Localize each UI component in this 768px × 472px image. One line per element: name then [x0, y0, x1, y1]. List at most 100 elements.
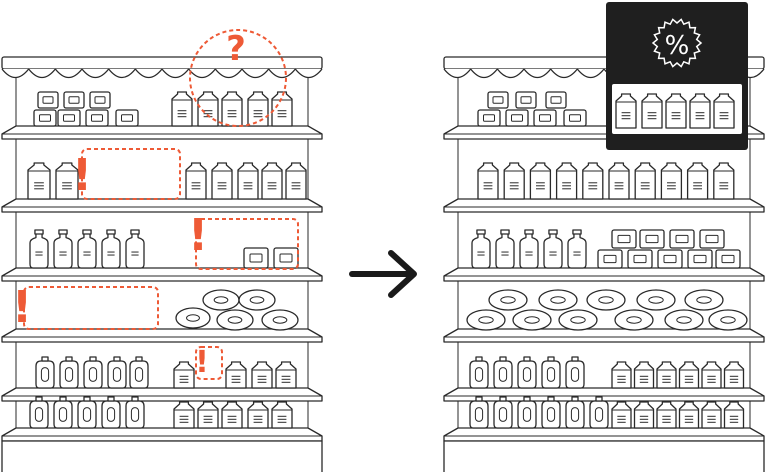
empty-gap-row3: [195, 218, 299, 270]
cheese-wheel: [708, 309, 748, 331]
milk-carton: [261, 162, 283, 200]
jug: [589, 396, 609, 429]
bottle: [125, 229, 145, 269]
bottle: [77, 229, 97, 269]
food-box: [669, 229, 695, 249]
food-box: [37, 91, 59, 109]
food-box: [63, 91, 85, 109]
milk-carton: [701, 361, 722, 389]
milk-carton: [656, 361, 677, 389]
milk-carton: [197, 91, 219, 127]
jug: [77, 396, 97, 429]
jug: [517, 356, 537, 389]
milk-carton: [656, 401, 677, 429]
jug: [493, 356, 513, 389]
cheese-wheel: [636, 289, 676, 311]
food-box: [89, 91, 111, 109]
food-box: [57, 109, 81, 127]
food-box: [545, 91, 567, 109]
jug: [517, 396, 537, 429]
jug: [101, 396, 121, 429]
milk-carton: [641, 93, 663, 129]
food-box: [85, 109, 109, 127]
bottle: [567, 229, 587, 269]
food-box: [273, 247, 299, 269]
jug: [53, 396, 73, 429]
jug: [565, 396, 585, 429]
food-box: [611, 229, 637, 249]
bottle: [471, 229, 491, 269]
bottle: [519, 229, 539, 269]
milk-carton: [633, 401, 655, 429]
milk-carton: [701, 401, 722, 429]
svg-text:?: ?: [226, 29, 246, 69]
milk-carton: [555, 162, 578, 200]
milk-carton: [665, 93, 687, 129]
milk-carton: [608, 162, 630, 200]
milk-carton: [723, 401, 745, 429]
empty-gap-row4: [23, 286, 159, 330]
exclamation-icon: !: [12, 282, 32, 333]
food-box: [505, 109, 529, 127]
cheese-wheel: [614, 309, 654, 331]
jug: [125, 396, 145, 429]
disorganized-shelf: [1, 56, 323, 472]
cheese-wheel: [488, 289, 528, 311]
empty-gap-row2: [81, 148, 181, 200]
milk-carton: [197, 401, 219, 429]
milk-carton: [713, 93, 735, 129]
cheese-wheel: [202, 289, 240, 311]
exclamation-icon: !: [188, 210, 208, 261]
jug: [541, 396, 561, 429]
milk-carton: [477, 162, 499, 200]
question-icon: ?: [226, 29, 246, 69]
jug: [541, 356, 561, 389]
milk-carton: [611, 361, 632, 389]
milk-carton: [633, 361, 655, 389]
milk-carton: [221, 91, 243, 127]
food-box: [515, 91, 537, 109]
milk-carton: [678, 401, 700, 429]
milk-carton: [686, 162, 709, 200]
arrow-right-icon: [349, 250, 417, 298]
exclamation-icon: !: [195, 345, 209, 380]
milk-carton: [634, 162, 656, 200]
milk-carton: [582, 162, 604, 200]
food-box: [657, 249, 683, 269]
food-box: [487, 91, 509, 109]
bottle: [29, 229, 49, 269]
jug: [29, 396, 49, 429]
jug: [565, 356, 585, 389]
svg-text:!: !: [12, 282, 32, 333]
percent-badge-icon: %: [651, 18, 703, 68]
exclamation-icon: !: [72, 150, 92, 201]
milk-carton: [529, 162, 552, 200]
problem-markers: ?!!!!: [12, 29, 299, 380]
uncertainty-circle: [189, 29, 287, 127]
milk-carton: [660, 162, 683, 200]
discount-highlight-panel: %: [606, 2, 748, 150]
milk-carton: [251, 361, 273, 389]
milk-carton: [271, 91, 293, 127]
milk-carton: [237, 162, 259, 200]
milk-carton: [615, 93, 637, 129]
milk-carton: [185, 162, 207, 200]
bottle: [101, 229, 121, 269]
milk-carton: [285, 162, 307, 200]
jug: [107, 356, 127, 389]
food-box: [243, 247, 269, 269]
cheese-wheel: [538, 289, 578, 311]
milk-carton: [678, 361, 700, 389]
food-box: [597, 249, 623, 269]
cheese-wheel: [664, 309, 704, 331]
milk-carton: [247, 401, 269, 429]
food-box: [533, 109, 557, 127]
cheese-wheel: [261, 309, 299, 331]
food-box: [115, 109, 139, 127]
food-box: [477, 109, 501, 127]
food-box: [563, 109, 587, 127]
cheese-wheel: [466, 309, 506, 331]
milk-carton: [275, 361, 297, 389]
milk-carton: [173, 401, 195, 429]
svg-text:!: !: [188, 210, 208, 261]
